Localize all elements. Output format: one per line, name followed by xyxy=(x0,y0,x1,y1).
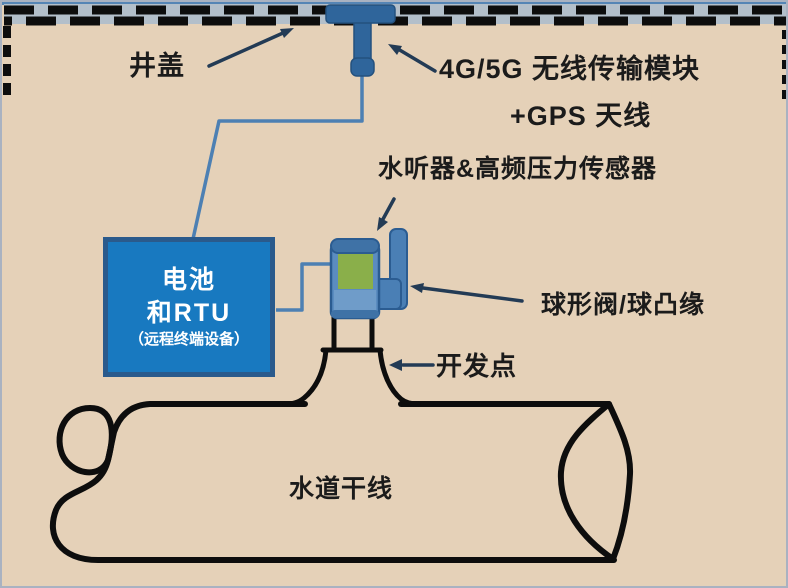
arrow-to-antenna xyxy=(396,47,437,73)
arrow-to-antenna-head xyxy=(388,44,402,55)
tap-funnel xyxy=(282,310,421,407)
rtu-box-line1: 电池 xyxy=(161,266,216,294)
pipe-right-end-cap xyxy=(557,401,634,562)
tap-point-label: 开发点 xyxy=(436,351,518,381)
arrow-to-valve xyxy=(421,286,524,303)
ball-valve-label: 球形阀/球凸缘 xyxy=(541,291,705,319)
rtu-box: 电池 和RTU （远程终端设备） xyxy=(103,237,275,377)
sensor-top-cap xyxy=(330,238,380,254)
hydrophone-sensor-label: 水听器&高频压力传感器 xyxy=(378,155,658,183)
arrow-to-valve-head xyxy=(410,283,424,293)
antenna-stem xyxy=(353,17,372,65)
pipe-left-end-loop xyxy=(56,405,115,476)
arrow-to-cover-head xyxy=(280,28,294,38)
rtu-box-line2: 和RTU xyxy=(146,298,232,327)
rtu-box-line3: （远程终端设备） xyxy=(128,331,249,348)
sensor-cable xyxy=(276,262,333,312)
water-main-label: 水道干线 xyxy=(289,475,394,503)
arrow-to-cover xyxy=(207,31,285,68)
sensor-assembly xyxy=(329,228,408,320)
gps-antenna-label: +GPS 天线 xyxy=(510,101,652,131)
annotation-arrows xyxy=(207,28,524,371)
manhole-cover-label: 井盖 xyxy=(129,51,185,81)
wireless-module-label: 4G/5G 无线传输模块 xyxy=(439,54,701,84)
antenna-cable xyxy=(191,76,364,240)
arrow-to-tap-point-head xyxy=(389,359,402,371)
antenna-stem-tip xyxy=(350,57,375,77)
antenna-icon xyxy=(325,4,396,77)
water-main-pipe xyxy=(49,401,634,563)
pipe-top-and-bottom xyxy=(49,401,617,563)
sensor-bottom-edge xyxy=(331,310,379,318)
sensor-green-window xyxy=(338,252,373,289)
tap-funnel-flare xyxy=(282,347,421,407)
antenna-bar xyxy=(325,4,396,24)
arrow-to-sensor xyxy=(380,197,396,223)
arrow-to-sensor-head xyxy=(377,217,388,231)
cover-top-line xyxy=(2,2,786,5)
